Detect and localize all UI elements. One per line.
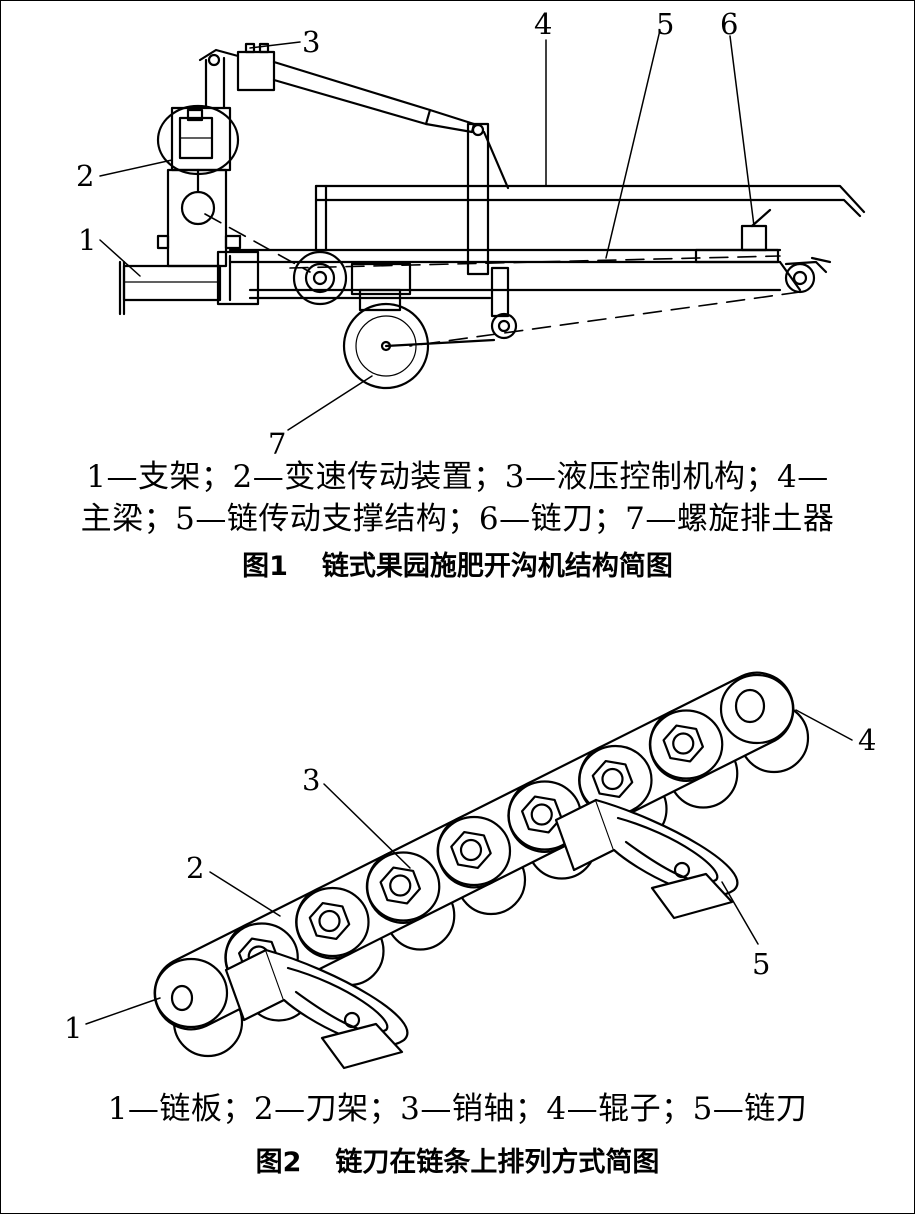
chain-path (204, 213, 801, 347)
end-pin (734, 688, 766, 724)
hex-pin-head (521, 795, 563, 834)
label-7: 7 (268, 427, 286, 461)
chain-hole (170, 984, 194, 1012)
drive-sprocket (292, 250, 412, 312)
figure-2-panel: 1 2 3 4 5 1—链板；2—刀架；3—销轴；4—辊子；5—链刀 图2 链刀在… (0, 600, 915, 1214)
support-frame (118, 168, 260, 316)
hydraulic-cylinder (198, 42, 510, 276)
label-4: 4 (858, 723, 876, 757)
label-2: 2 (186, 851, 204, 885)
label-5: 5 (752, 947, 770, 981)
hex-pin-head (379, 866, 421, 905)
chain-knife-blade (264, 948, 409, 1047)
label-1: 1 (78, 223, 96, 257)
hex-pin-head (662, 724, 704, 763)
figure-1-title: 链式果园施肥开沟机结构简图 (321, 551, 673, 582)
label-6: 6 (720, 7, 738, 41)
figure-2-title: 链刀在链条上排列方式简图 (335, 1147, 660, 1178)
fig2-callout-numbers: 1 2 3 4 5 (64, 723, 876, 1045)
pin-face (459, 838, 483, 862)
roller-chain (153, 671, 810, 1070)
pin-face (530, 803, 553, 826)
knife-slot (286, 966, 389, 1034)
label-1: 1 (64, 1011, 82, 1045)
figure-2-number: 图2 (255, 1147, 302, 1178)
knife-slot (616, 816, 719, 884)
knife-bolt (343, 1011, 361, 1029)
idler-bracket (490, 266, 518, 340)
pin-face (672, 732, 695, 755)
hex-pin-head (308, 902, 351, 940)
hex-pin-head (591, 760, 634, 798)
fig2-leader-lines (85, 709, 853, 1025)
knife-tip (320, 1022, 404, 1070)
knife-bolt (673, 861, 691, 879)
spiral-soil-discharger (342, 302, 496, 390)
trencher-structure-drawing: 1 2 3 4 5 6 7 (76, 7, 866, 461)
pin-face (389, 874, 412, 897)
figure-1-caption: 图1 链式果园施肥开沟机结构简图 (0, 544, 915, 583)
main-beam (228, 184, 866, 300)
label-2: 2 (76, 159, 94, 193)
label-3: 3 (302, 25, 320, 59)
figure-1-legend-line-2: 主梁；5—链传动支撑结构；6—链刀；7—螺旋排土器 (80, 501, 835, 537)
figure-1-legend-line-1: 1—支架；2—变速传动装置；3—液压控制机构；4— (86, 459, 829, 495)
chain-knife-blade (594, 798, 739, 897)
label-3: 3 (302, 763, 320, 797)
callout-numbers: 1 2 3 4 5 6 7 (76, 7, 738, 461)
chain-knife-arrangement-drawing: 1 2 3 4 5 (64, 671, 876, 1070)
label-5: 5 (656, 7, 674, 41)
pin-face (601, 767, 624, 791)
figure-2-legend: 1—链板；2—刀架；3—销轴；4—辊子；5—链刀 (107, 1091, 808, 1127)
figure-1-panel: 1 2 3 4 5 6 7 1—支架；2—变速传动装置；3—液压控制机构；4— … (0, 0, 915, 600)
hex-pin-head (450, 831, 492, 869)
label-4: 4 (534, 7, 552, 41)
leader-lines (99, 29, 755, 431)
chain-knife-tail (694, 208, 832, 294)
pin-face (318, 909, 341, 933)
knife-tip (650, 872, 734, 920)
figure-2-caption: 图2 链刀在链条上排列方式简图 (0, 1140, 915, 1179)
gearbox (156, 104, 240, 226)
figure-1-number: 图1 (242, 551, 288, 582)
